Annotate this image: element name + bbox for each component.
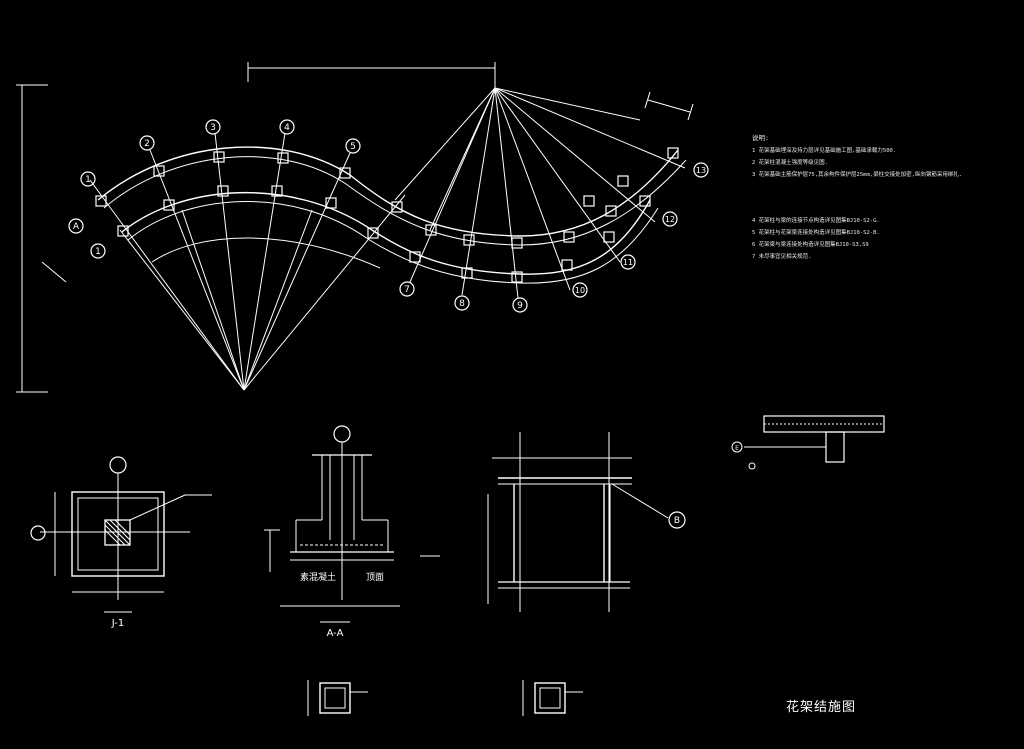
axis-label-10: 10 [575,286,585,295]
axis-label-9: 9 [517,301,523,311]
axis-label-12: 12 [665,215,675,224]
note-item: 2 花架柱混凝土强度等级见图. [752,160,828,166]
callout-b: B [674,516,680,526]
note-item: 6 花架梁与梁连接处构造详见图集BJ10-S3,S9 [752,242,869,248]
axis-label-2: 2 [144,139,150,149]
note-item: 7 未尽事宜见相关规范. [752,254,812,260]
axis-label-13: 13 [696,166,706,175]
note-item: 4 花架柱与梁的连接节点构造详见图集BJ10-S2-G. [752,218,880,224]
frame-elevation [487,432,686,612]
note-item: 3 花架基础主筋保护层75,其余构件保护层25mm,梁柱交接处加密,纵向钢筋采用… [752,172,963,178]
axis-bubbles-bottom [399,162,709,313]
left-fan-lines [89,132,406,391]
notes-heading: 说明: [752,134,769,142]
section-label-j1: J-1 [111,618,125,629]
annotation-soil: 素混凝土 [300,571,336,583]
section-label-aa: A-A [327,628,344,639]
detail-callout: E [735,445,739,452]
note-item: 1 花架基础埋深及持力层详见基础施工图,基础承载力500. [752,148,897,154]
note-item: 5 花架柱与花架梁连接处构造详见图集BJ10-S2-B. [752,230,880,236]
drawing-title: 花架结施图 [786,700,857,715]
column-markers [95,147,679,283]
axis-label-8: 8 [459,299,465,309]
footing-section-aa [264,425,440,623]
axis-label-1-repeat: 1 [95,247,101,257]
axis-label-a: A [73,222,80,232]
axis-bubbles-top [68,119,361,259]
annotation-top: 顶面 [366,572,384,583]
column-section-1 [307,680,368,716]
plan-view [16,62,709,393]
axis-label-5: 5 [350,142,356,152]
axis-label-3: 3 [210,123,216,133]
axis-label-1: 1 [85,175,91,185]
axis-label-4: 4 [284,123,290,133]
axis-bubble-labels: 1 2 3 4 5 A 1 7 8 9 10 11 12 13 [73,123,706,311]
right-fan-lines [394,87,686,299]
column-section-2 [522,680,583,716]
footing-plan-j1 [30,456,212,613]
axis-label-11: 11 [623,258,633,267]
general-notes: 说明: 1 花架基础埋深及持力层详见基础施工图,基础承载力500. 2 花架柱混… [752,132,1002,263]
axis-label-7: 7 [404,285,410,295]
slab-detail [731,415,885,470]
